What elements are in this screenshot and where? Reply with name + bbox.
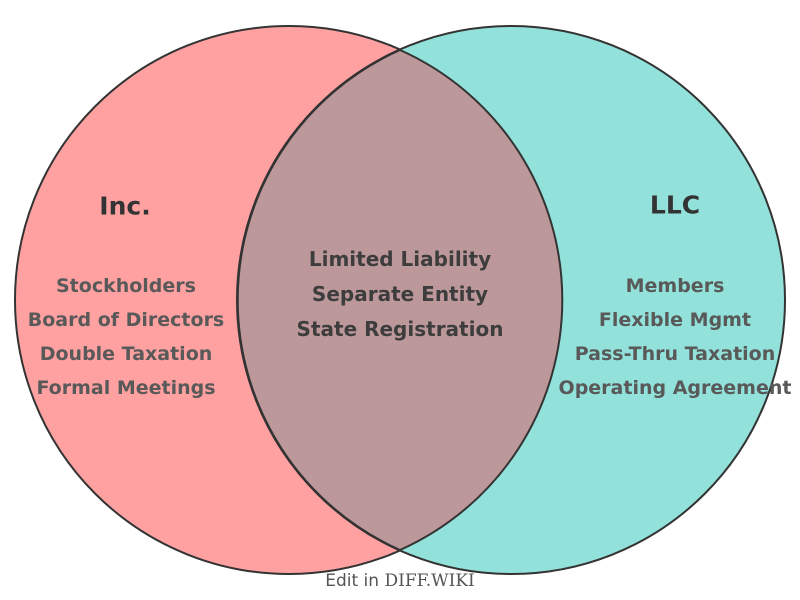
list-item: State Registration bbox=[296, 317, 504, 341]
list-item: Double Taxation bbox=[39, 343, 213, 365]
list-item: Board of Directors bbox=[27, 309, 225, 331]
list-item: Stockholders bbox=[56, 275, 196, 297]
left-circle-title: Inc. bbox=[99, 191, 151, 221]
list-item: Limited Liability bbox=[308, 247, 492, 271]
intersection-item-list: Limited Liability Separate Entity State … bbox=[297, 242, 504, 347]
list-item: Separate Entity bbox=[311, 282, 489, 306]
list-item: Pass-Thru Taxation bbox=[574, 343, 776, 365]
intersection-lens-shape bbox=[236, 48, 564, 552]
list-item: Members bbox=[625, 275, 725, 297]
list-item: Operating Agreement bbox=[558, 377, 792, 399]
left-circle-item-list: Stockholders Board of Directors Double T… bbox=[28, 269, 225, 405]
caption-brand: DIFF.WIKI bbox=[384, 571, 475, 591]
edit-in-diffwiki-link[interactable]: Edit in DIFF.WIKI bbox=[325, 571, 475, 591]
right-circle-item-list: Members Flexible Mgmt Pass-Thru Taxation… bbox=[559, 269, 792, 405]
list-item: Formal Meetings bbox=[36, 377, 216, 399]
right-circle-title: LLC bbox=[649, 190, 701, 220]
caption-prefix: Edit in bbox=[325, 571, 385, 591]
list-item: Flexible Mgmt bbox=[598, 309, 752, 331]
